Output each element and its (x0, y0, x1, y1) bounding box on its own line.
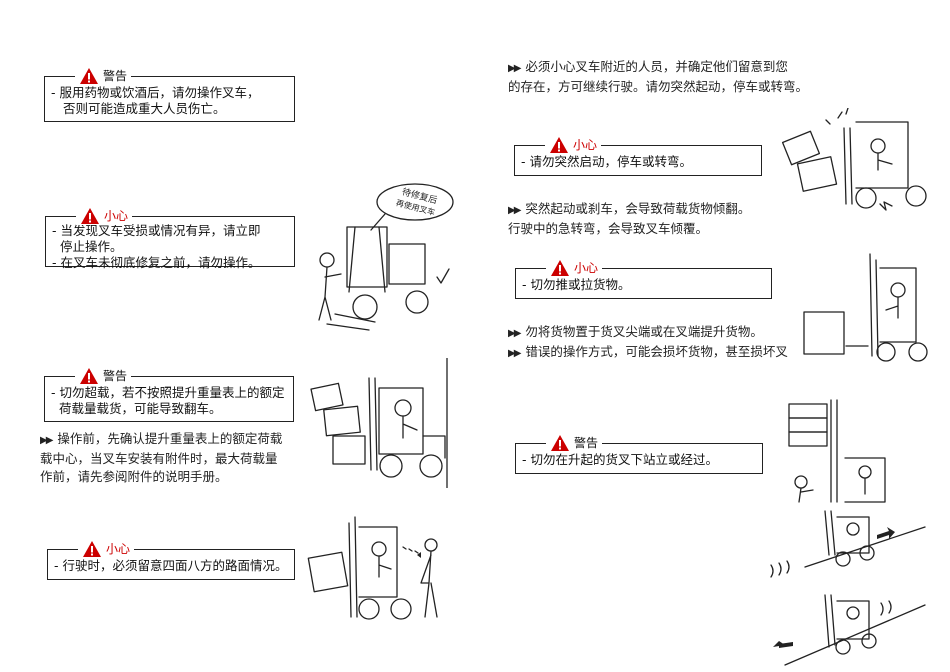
box-line: - 请勿突然启动，停车或转弯。 (521, 154, 692, 169)
box-line: 荷载量载货，可能导致翻车。 (59, 401, 222, 416)
box-heading: 小心 (545, 136, 602, 154)
box-heading: 小心 (78, 540, 135, 558)
box-line: - 切勿超载，若不按照提升重量表上的额定 (51, 385, 285, 400)
box-heading: 警告 (546, 434, 603, 452)
box-line: - 在叉车未彻底修复之前，请勿操作。 (52, 255, 261, 270)
caution-box-damage: 小心 - 当发现叉车受损或情况有异，请立即 停止操作。 - 在叉车未彻底修复之前… (45, 207, 295, 270)
heading-label: 小心 (573, 138, 598, 152)
load-chart-paragraph: ▶▶ 操作前，先确认提升重量表上的额定荷载 载中心，当叉车安装有附件时，最大荷载量… (40, 430, 305, 486)
caution-box-sudden-start: 小心 - 请勿突然启动，停车或转弯。 (514, 136, 762, 176)
pushing-load-illustration (803, 253, 928, 362)
para-line: 突然起动或刹车，会导致荷载货物倾翻。 (525, 201, 751, 216)
para-line: 作前，请先参阅附件的说明手册。 (40, 469, 228, 484)
para-line: 错误的操作方式，可能会损坏货物，甚至损坏叉 (525, 344, 788, 359)
warning-triangle-icon (82, 540, 102, 558)
box-line: - 服用药物或饮酒后，请勿操作叉车， (51, 85, 260, 100)
heading-label: 小心 (106, 542, 131, 556)
warning-box-raised-forks: 警告 - 切勿在升起的货叉下站立或经过。 (515, 434, 763, 474)
para-line: 行驶中的急转弯，会导致叉车倾覆。 (508, 221, 709, 236)
heading-label: 警告 (103, 69, 128, 83)
box-line: - 切勿推或拉货物。 (522, 277, 631, 292)
warning-box-medication: 警告 - 服用药物或饮酒后，请勿操作叉车， 否则可能造成重大人员伤亡。 (44, 67, 295, 122)
warning-triangle-icon (550, 434, 570, 452)
box-heading: 小心 (546, 259, 603, 277)
para-line: 勿将货物置于货叉尖端或在叉端提升货物。 (525, 324, 763, 339)
warning-triangle-icon (80, 207, 100, 225)
para-line: 载中心，当叉车安装有附件时，最大荷载量 (40, 451, 278, 466)
warning-triangle-icon (79, 67, 99, 85)
double-arrow-icon: ▶▶ (508, 205, 521, 216)
box-heading: 警告 (75, 367, 132, 385)
caution-box-road: 小心 - 行驶时，必须留意四面八方的路面情况。 (47, 540, 295, 580)
box-line: - 行驶时，必须留意四面八方的路面情况。 (54, 558, 288, 573)
box-heading: 小心 (76, 207, 133, 225)
pedestrian-paragraph: ▶▶ 必须小心叉车附近的人员，并确定他们留意到您 的存在，方可继续行驶。请勿突然起… (508, 58, 848, 96)
warning-triangle-icon (550, 259, 570, 277)
double-arrow-icon: ▶▶ (508, 63, 521, 74)
box-line: 否则可能造成重大人员伤亡。 (63, 101, 226, 116)
double-arrow-icon: ▶▶ (508, 328, 521, 339)
para-line: 必须小心叉车附近的人员，并确定他们留意到您 (525, 59, 788, 74)
heading-label: 小心 (574, 261, 599, 275)
heading-label: 警告 (103, 369, 128, 383)
double-arrow-icon: ▶▶ (40, 435, 53, 446)
caution-box-push-pull: 小心 - 切勿推或拉货物。 (515, 259, 772, 299)
para-line: 操作前，先确认提升重量表上的额定荷载 (57, 431, 283, 446)
warning-triangle-icon (549, 136, 569, 154)
warning-box-overload: 警告 - 切勿超载，若不按照提升重量表上的额定 荷载量载货，可能导致翻车。 (44, 367, 294, 422)
overloaded-forklift-illustration (310, 358, 448, 488)
warning-triangle-icon (79, 367, 99, 385)
box-line: 停止操作。 (60, 239, 123, 254)
box-line: - 切勿在升起的货叉下站立或经过。 (522, 452, 718, 467)
heading-label: 警告 (574, 436, 599, 450)
tipping-load-illustration (781, 108, 927, 211)
fork-tip-paragraph: ▶▶ 勿将货物置于货叉尖端或在叉端提升货物。 ▶▶ 错误的操作方式，可能会损坏货物，… (508, 323, 800, 363)
slope-travel-illustration (770, 510, 926, 666)
tipping-paragraph: ▶▶ 突然起动或刹车，会导致荷载货物倾翻。 行驶中的急转弯，会导致叉车倾覆。 (508, 200, 788, 238)
box-line: - 当发现叉车受损或情况有异，请立即 (52, 223, 261, 238)
para-line: 的存在，方可继续行驶。请勿突然起动，停车或转弯。 (508, 79, 809, 94)
raised-forks-illustration (788, 399, 886, 503)
damaged-forklift-illustration: 待修复后 再使用叉车 (318, 183, 454, 331)
box-heading: 警告 (75, 67, 132, 85)
double-arrow-icon: ▶▶ (508, 348, 521, 359)
forklift-pedestrian-illustration (307, 516, 438, 620)
heading-label: 小心 (104, 209, 129, 223)
